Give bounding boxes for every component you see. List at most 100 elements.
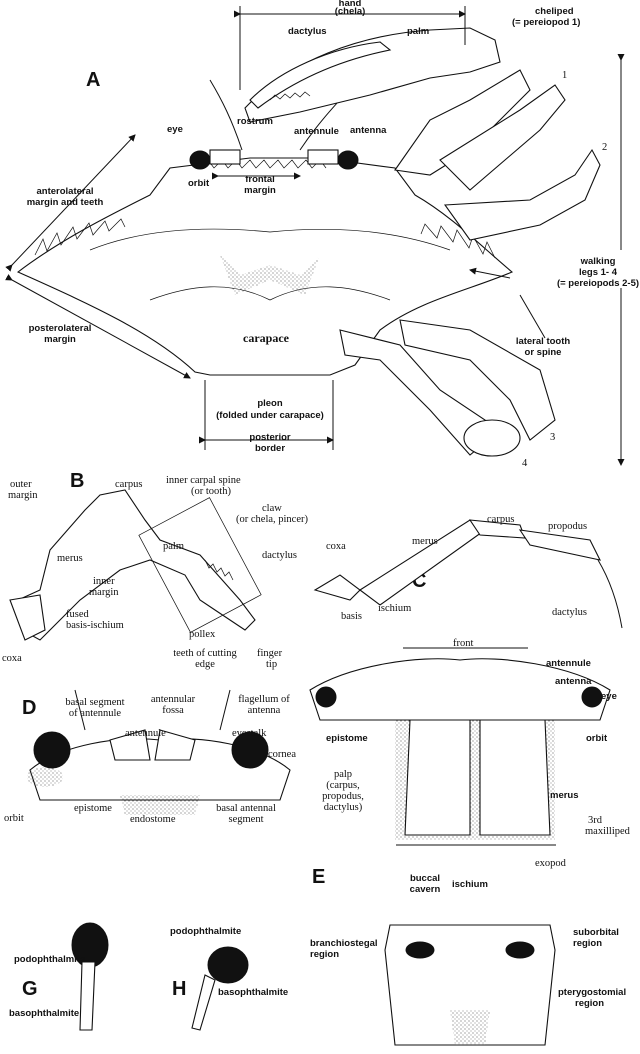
label-leg-2: 2 [602, 142, 607, 153]
label-antennule-d: antennule [125, 728, 166, 739]
label-orbit-a: orbit [188, 178, 210, 189]
posterolateral-dim-line [5, 274, 191, 379]
cornea-left-icon [33, 731, 71, 769]
antennule-right-d [154, 729, 196, 761]
merus-c [359, 519, 486, 606]
anterolateral-teeth-right [420, 223, 496, 259]
chela-dactylus [249, 41, 392, 109]
lateral-tooth-leader-2 [519, 294, 546, 339]
panel-g: G podophthalmite basophthalmite [9, 922, 109, 1031]
carapace-stipple [220, 255, 320, 295]
propodus-c [518, 529, 602, 561]
coxa-b [9, 594, 46, 641]
cornea-right-icon [231, 731, 269, 769]
stipple-f [450, 1010, 490, 1045]
eye-left-e-icon [315, 686, 337, 708]
cheliped-arm [394, 69, 531, 176]
label-orbit-e: orbit [586, 733, 608, 744]
label-epistome-e: epistome [326, 733, 368, 744]
label-leg-3: 3 [550, 432, 555, 443]
podophthalmite-h-icon [207, 946, 249, 984]
label-podophthalmite-g: podophthalmite [14, 954, 85, 965]
label-propodus-c: propodus [548, 521, 587, 532]
label-orbit-d: orbit [4, 813, 24, 824]
label-palp: palp(carpus,propodus,dactylus) [322, 769, 364, 813]
label-antenna-a: antenna [350, 125, 387, 136]
label-palm-b: palm [163, 541, 184, 552]
panel-d-letter: D [22, 697, 36, 719]
maxilliped-left [404, 719, 471, 836]
paddle-leg [463, 419, 521, 457]
walking-leg-2 [443, 148, 601, 241]
panel-c: C carpus merus propodus coxa basis ischi… [313, 514, 623, 629]
panel-h-letter: H [172, 978, 186, 1000]
front-e [309, 658, 611, 721]
antennule-left-d [109, 729, 151, 761]
antenna-left [209, 79, 243, 151]
eye-left-icon [189, 150, 211, 170]
label-carapace: carapace [243, 331, 290, 345]
label-antennule-e: antennule [546, 658, 591, 669]
orbit-left [209, 149, 241, 165]
label-antennule-a: antennule [294, 126, 339, 137]
label-carpus-b: carpus [115, 479, 142, 490]
label-eyestalk: eyestalk [232, 728, 267, 739]
stalk-g [79, 961, 96, 1031]
coxa-c [313, 574, 361, 601]
label-rostrum: rostrum [237, 116, 273, 127]
label-pleon: pleon(folded under carapace) [216, 398, 324, 421]
panel-b-letter: B [70, 470, 84, 492]
label-epistome-d: epistome [74, 803, 112, 814]
label-dactylus-b: dactylus [262, 550, 297, 561]
label-coxa-b: coxa [2, 653, 22, 664]
lateral-tooth-leader [469, 267, 511, 279]
label-ischium-c: ischium [378, 603, 411, 614]
label-dactylus-a: dactylus [288, 26, 327, 37]
label-podophthalmite-h: podophthalmite [170, 926, 241, 937]
panel-a-letter: A [86, 69, 100, 91]
label-basophthalmite-h: basophthalmite [218, 987, 288, 998]
orbit-left-f-icon [405, 941, 435, 959]
label-ischium-e: ischium [452, 879, 488, 890]
claw-box [138, 497, 262, 633]
label-cheliped: cheliped(= pereiopod 1) [512, 6, 580, 28]
teeth-b [204, 559, 234, 581]
eye-right-e-icon [581, 686, 603, 708]
label-claw: claw(or chela, pincer) [236, 503, 309, 525]
label-basophthalmite-g: basophthalmite [9, 1008, 79, 1019]
label-eye-a: eye [167, 124, 183, 135]
anterolateral-dim-line [5, 134, 136, 272]
label-carpus-c: carpus [487, 514, 514, 525]
panel-g-letter: G [22, 978, 38, 1000]
cheliped-b [17, 489, 256, 641]
orbit-right [307, 149, 339, 165]
label-basis-c: basis [341, 611, 362, 622]
label-cornea: cornea [268, 749, 296, 760]
label-exopod: exopod [535, 858, 567, 869]
walking-leg-1 [439, 84, 566, 191]
label-front: front [453, 638, 473, 649]
eye-right-icon [337, 150, 359, 170]
label-pollex: pollex [189, 629, 216, 640]
label-endostome: endostome [130, 814, 176, 825]
label-eye-e: eye [601, 691, 617, 702]
